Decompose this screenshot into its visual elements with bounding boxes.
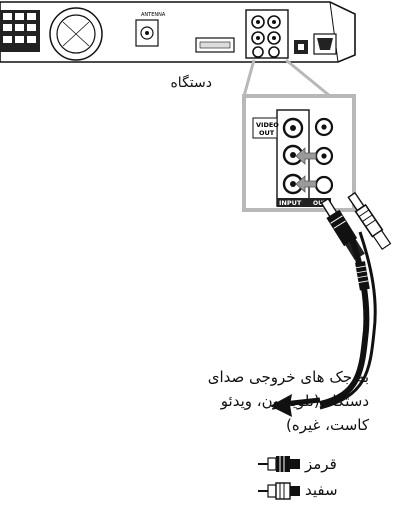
instruction-line-2: دستگاه (تلویزیون، ویدئو xyxy=(220,392,369,410)
svg-text:OUT: OUT xyxy=(313,200,328,207)
input-output-band: INPUT OUT xyxy=(277,198,331,207)
instruction-line-3: کاست، غیره) xyxy=(286,416,369,434)
connect-arrow-upper-icon xyxy=(295,147,317,165)
cooling-fan-icon xyxy=(49,7,103,61)
connect-arrow-lower-icon xyxy=(295,175,317,193)
direction-arrow-icon xyxy=(270,394,292,417)
svg-text:VIDEO: VIDEO xyxy=(256,121,279,129)
device-label: دستگاه xyxy=(170,75,212,91)
zoomed-jack-callout: VIDEO OUT INPUT OUT xyxy=(242,94,356,212)
white-rca-plug xyxy=(347,191,392,251)
svg-text:OUT: OUT xyxy=(259,129,275,137)
optical-port xyxy=(294,40,308,54)
legend-white-label: سفید xyxy=(305,481,338,499)
white-plug-legend-icon xyxy=(258,482,300,500)
callout-audio-right-jack xyxy=(314,146,334,166)
red-plug-legend-icon xyxy=(258,456,300,472)
device-rear-panel: ANTENNA xyxy=(0,1,356,63)
rca-cable-pair xyxy=(270,191,392,417)
video-out-label: VIDEO OUT xyxy=(252,117,279,139)
av-jacks-cluster xyxy=(245,9,289,59)
legend-red-label: قرمز xyxy=(305,455,337,473)
callout-aux-jack xyxy=(314,117,334,137)
callout-video-jack xyxy=(282,117,304,139)
power-port xyxy=(313,33,337,55)
instruction-line-1: به جک های خروجی صدای xyxy=(207,368,369,386)
hdmi-slot xyxy=(195,37,235,53)
speaker-terminals xyxy=(0,10,40,52)
callout-audio-out-jack-lower xyxy=(282,173,304,195)
instruction-text: به جک های خروجی صدای دستگاه (تلویزیون، و… xyxy=(139,365,369,437)
callout-connector xyxy=(242,58,331,98)
antenna-jack: ANTENNA xyxy=(135,12,166,47)
callout-audio-left-jack xyxy=(314,175,334,195)
cable-strain-relief xyxy=(355,261,370,291)
input-label: INPUT xyxy=(279,199,302,207)
antenna-label: ANTENNA xyxy=(141,12,166,18)
